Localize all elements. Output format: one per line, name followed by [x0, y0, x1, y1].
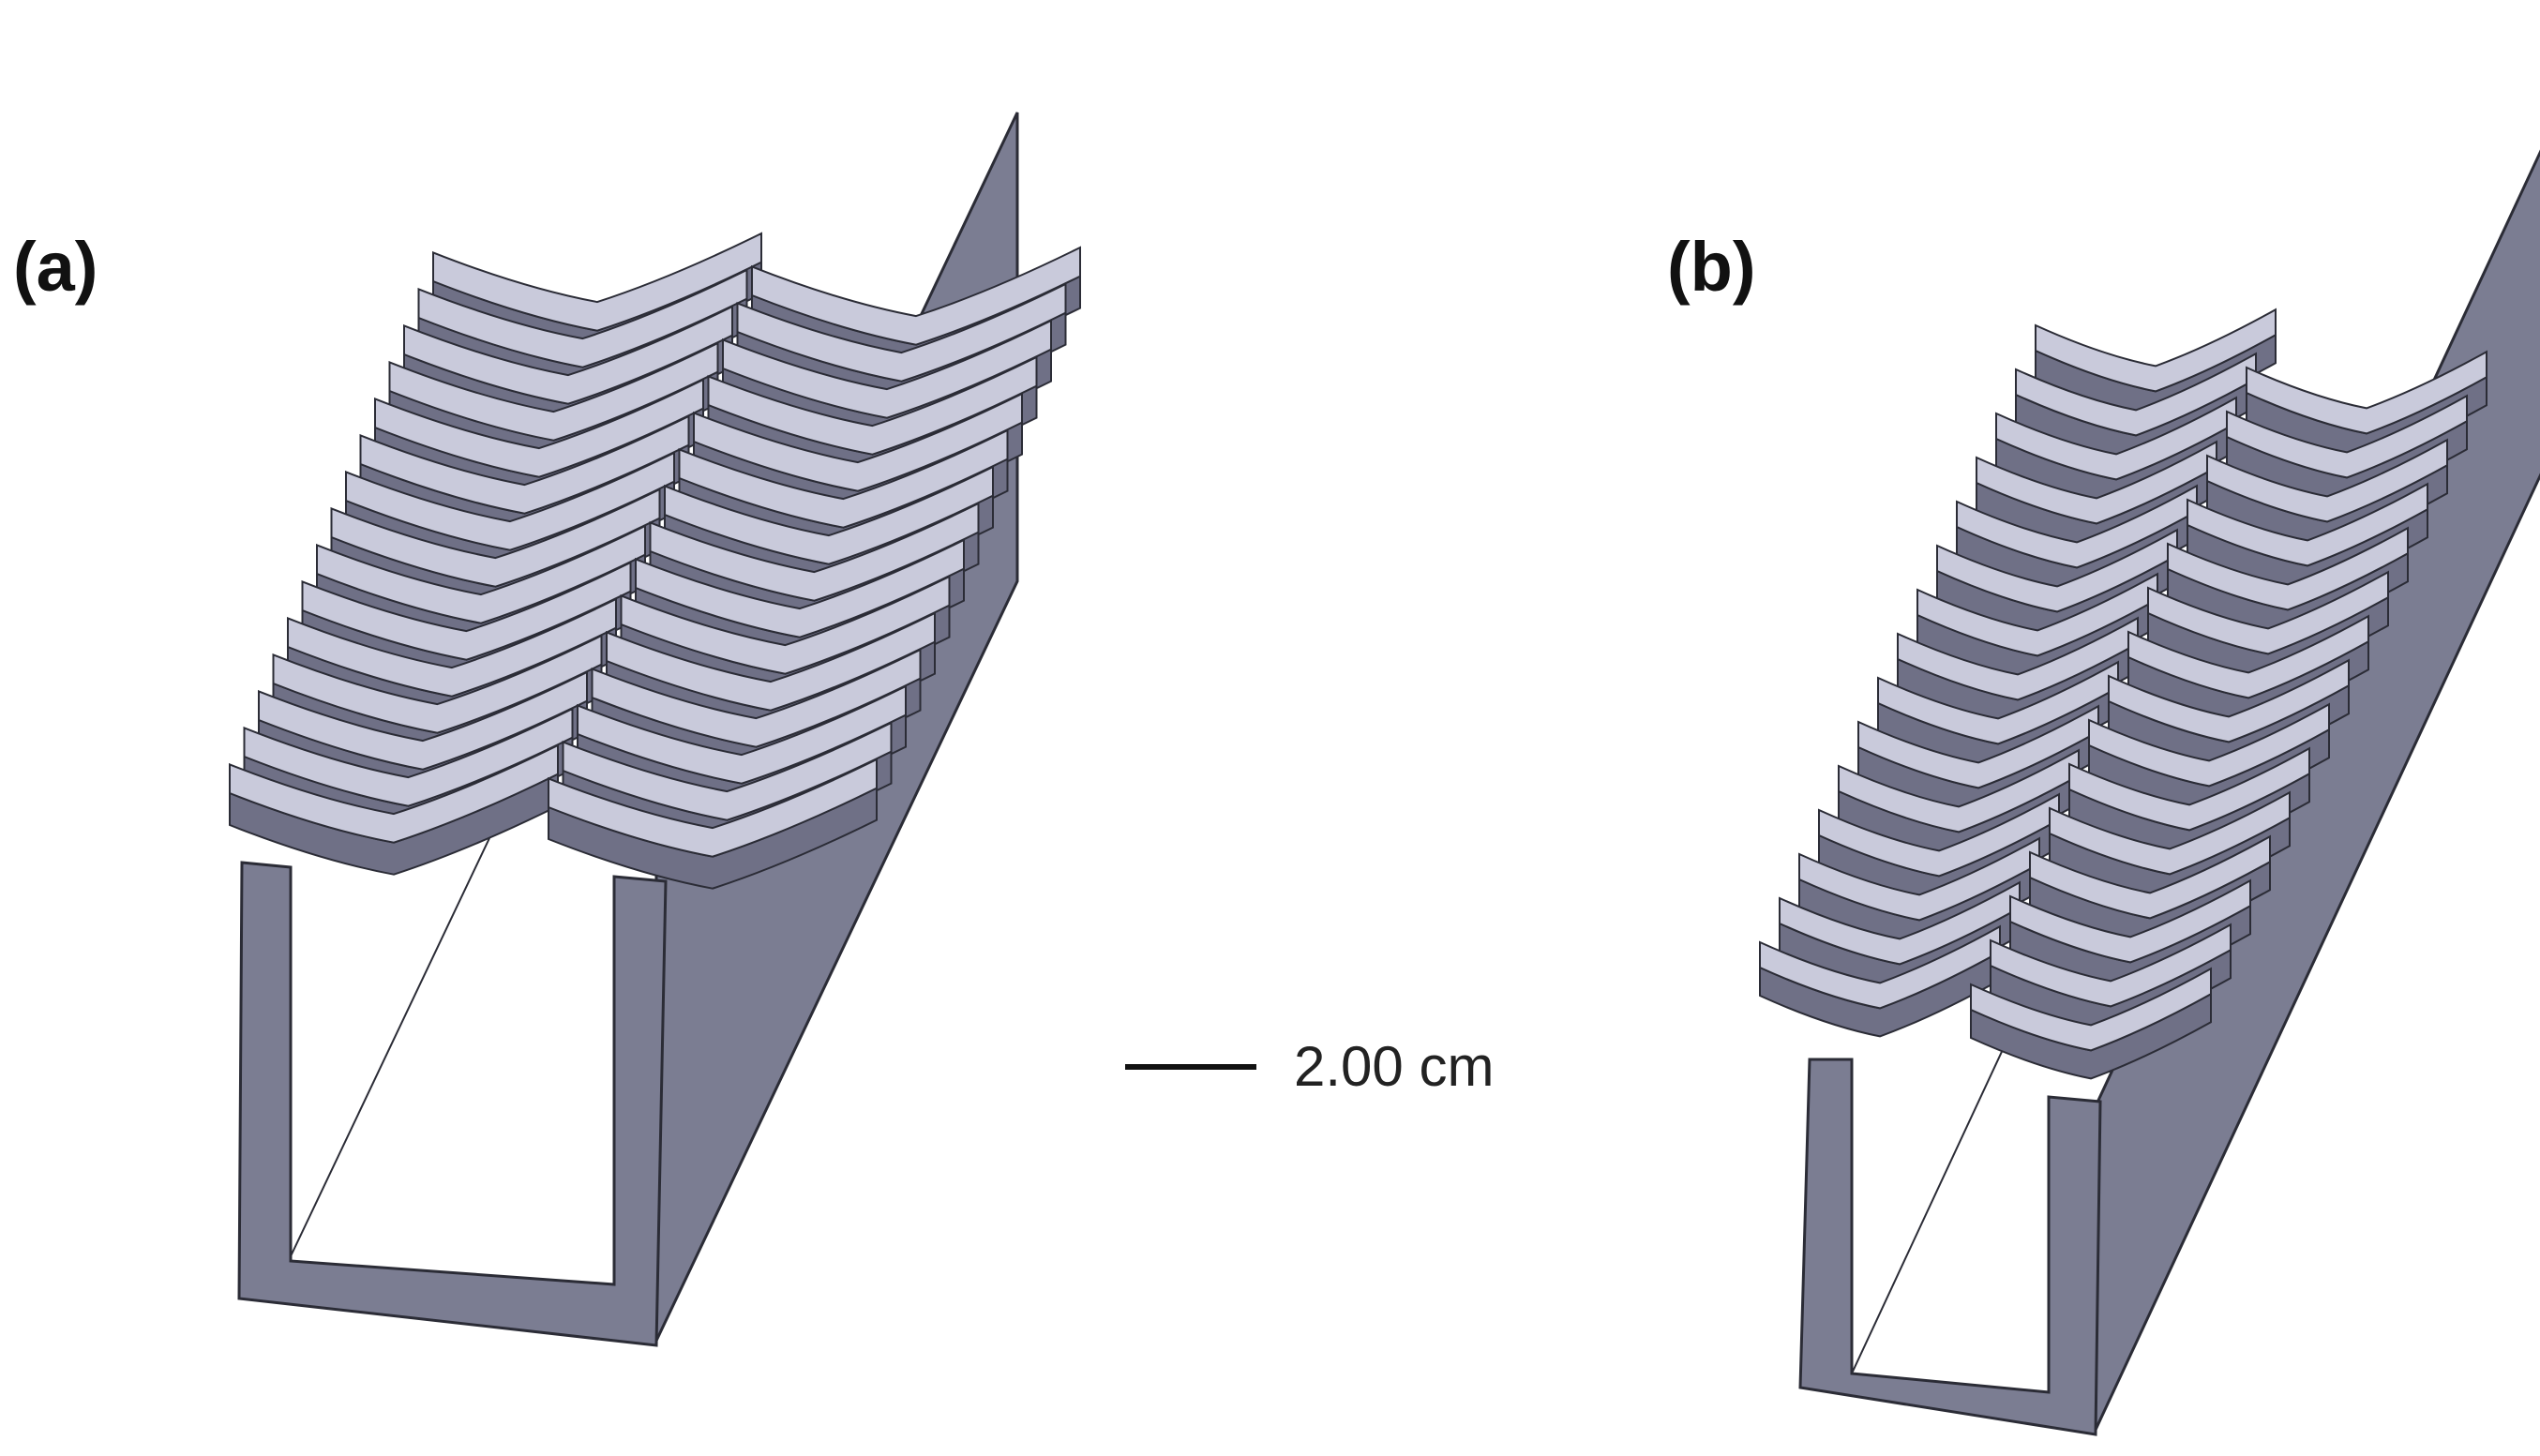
fin-top [2068, 746, 2310, 832]
fin-top [316, 524, 646, 624]
fin-top [591, 648, 922, 748]
fin-top [664, 465, 994, 565]
fin-top [432, 232, 762, 332]
channel-front-face [237, 861, 668, 1347]
fin-top [1970, 967, 2212, 1052]
fin-top [229, 743, 559, 844]
fin-top [359, 414, 690, 515]
fin [548, 758, 878, 890]
fin-top [693, 392, 1023, 492]
fin-top [2206, 438, 2448, 523]
panel-label-a: (a) [13, 228, 98, 306]
fin [1970, 967, 2212, 1080]
fin-top [287, 597, 617, 698]
fin-top [374, 378, 704, 478]
fin-top [722, 319, 1052, 419]
fin-top [2049, 790, 2291, 876]
channel-model-b [1759, 149, 2540, 1436]
fin-top [2127, 614, 2369, 699]
scale-bar-line [1125, 1064, 1256, 1070]
channel-front-face [1798, 1058, 2102, 1436]
fin-top [577, 684, 907, 785]
fin-top [403, 305, 733, 405]
fin-top [258, 670, 588, 771]
fin-top [2029, 834, 2271, 920]
channel-model-a [229, 112, 1081, 1347]
fin-top [243, 707, 574, 807]
fin-top [2147, 570, 2389, 655]
fin-top [417, 268, 748, 368]
fin-top [635, 538, 965, 638]
panel-label-b: (b) [1667, 228, 1756, 306]
fin-top [649, 502, 980, 602]
fin-top [301, 561, 632, 661]
fin-top [345, 451, 675, 551]
fin-top [736, 282, 1067, 383]
fin-top [2167, 526, 2409, 611]
fin-top [606, 611, 936, 712]
fin-top [2246, 350, 2487, 435]
scale-bar: 2.00 cm [1125, 1039, 1494, 1095]
fin-top [1990, 923, 2232, 1008]
fin-top [678, 428, 1009, 529]
fin-top [2088, 702, 2330, 788]
fin-top [751, 246, 1081, 346]
fin-top [707, 355, 1038, 456]
fin-top [388, 341, 719, 442]
fin-top [2226, 394, 2468, 479]
fin-top [2035, 308, 2277, 393]
fin-top [562, 721, 893, 821]
fin-top [620, 575, 951, 675]
fin-top [2009, 878, 2251, 964]
fin-top [272, 634, 603, 734]
scale-bar-label: 2.00 cm [1294, 1035, 1495, 1098]
fin-top [330, 488, 661, 588]
fin-top [2108, 658, 2350, 743]
fin-top [2187, 482, 2428, 567]
fin-top [548, 758, 878, 858]
